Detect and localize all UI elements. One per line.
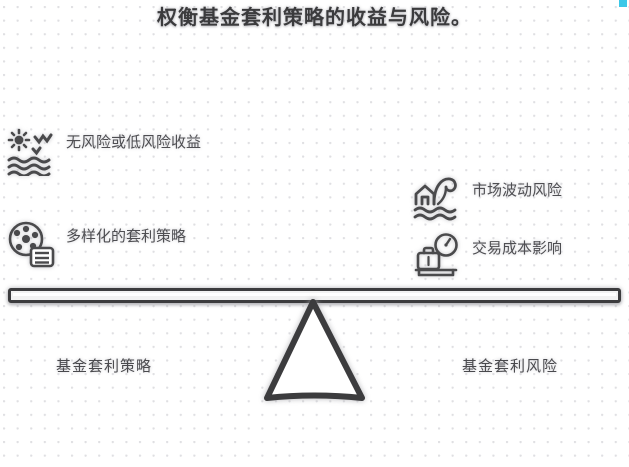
risk-item-2: 交易成本影响 xyxy=(412,232,622,282)
benefit-label-2: 多样化的套利策略 xyxy=(66,227,187,245)
right-side-caption: 基金套利风险 xyxy=(462,357,559,375)
page-title: 权衡基金套利策略的收益与风险。 xyxy=(157,5,472,29)
risk-item-1: 市场波动风险 xyxy=(412,174,622,224)
film-reel-icon xyxy=(6,220,56,270)
triangle-fulcrum xyxy=(258,297,370,405)
benefit-label-1: 无风险或低风险收益 xyxy=(66,133,202,151)
risk-label-2: 交易成本影响 xyxy=(472,239,563,257)
risk-label-1: 市场波动风险 xyxy=(472,181,563,199)
luggage-scale-icon xyxy=(412,232,462,282)
tsunami-wave-icon xyxy=(412,174,462,224)
benefit-item-1: 无风险或低风险收益 xyxy=(6,126,214,178)
benefit-item-2: 多样化的套利策略 xyxy=(6,220,214,270)
corner-selection-marker xyxy=(619,0,627,7)
left-side-caption: 基金套利策略 xyxy=(56,357,153,375)
beach-sun-waves-icon xyxy=(6,126,56,178)
